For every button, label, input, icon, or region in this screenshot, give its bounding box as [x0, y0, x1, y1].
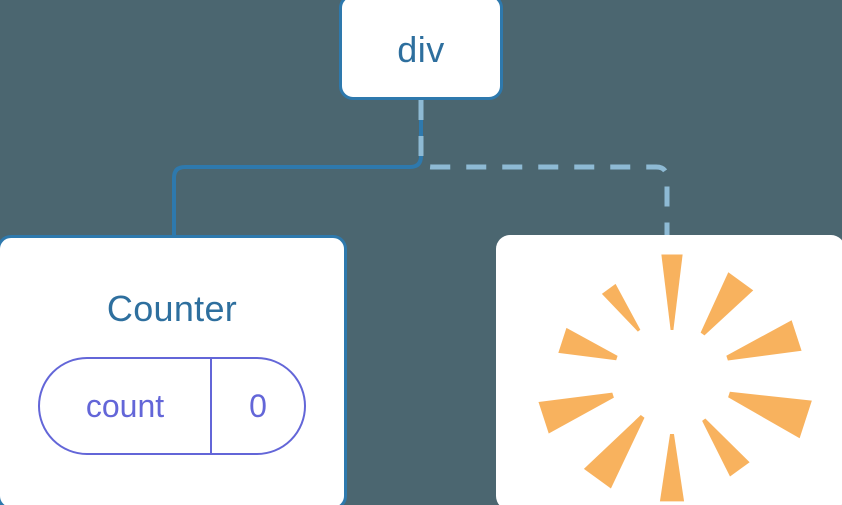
sparkle-ray-5: [659, 433, 685, 501]
sparkle-ray-0: [661, 253, 683, 330]
sparkle-ray-4: [702, 417, 750, 476]
sparkle-ray-6: [583, 414, 645, 488]
sparkle-burst-icon: [538, 253, 812, 501]
sparkle-ray-8: [558, 327, 618, 360]
node-div-label: div: [397, 29, 445, 70]
sparkle-ray-9: [601, 283, 641, 332]
node-div[interactable]: div: [339, 0, 503, 100]
edge-div-to-counter: [172, 100, 423, 237]
sparkle-ray-3: [728, 391, 812, 438]
state-pill-value: 0: [249, 387, 267, 424]
node-counter[interactable]: Counter count 0: [0, 235, 347, 505]
node-sparkle[interactable]: [496, 235, 842, 505]
state-pill-key: count: [40, 359, 212, 453]
sparkle-rays: [538, 253, 812, 501]
sparkle-ray-1: [700, 271, 754, 335]
sparkle-ray-7: [538, 392, 614, 433]
state-pill-count[interactable]: count 0: [38, 357, 306, 455]
edge-div-to-sparkle: [418, 100, 670, 237]
node-counter-label: Counter: [106, 288, 238, 329]
sparkle-ray-2: [726, 319, 802, 360]
